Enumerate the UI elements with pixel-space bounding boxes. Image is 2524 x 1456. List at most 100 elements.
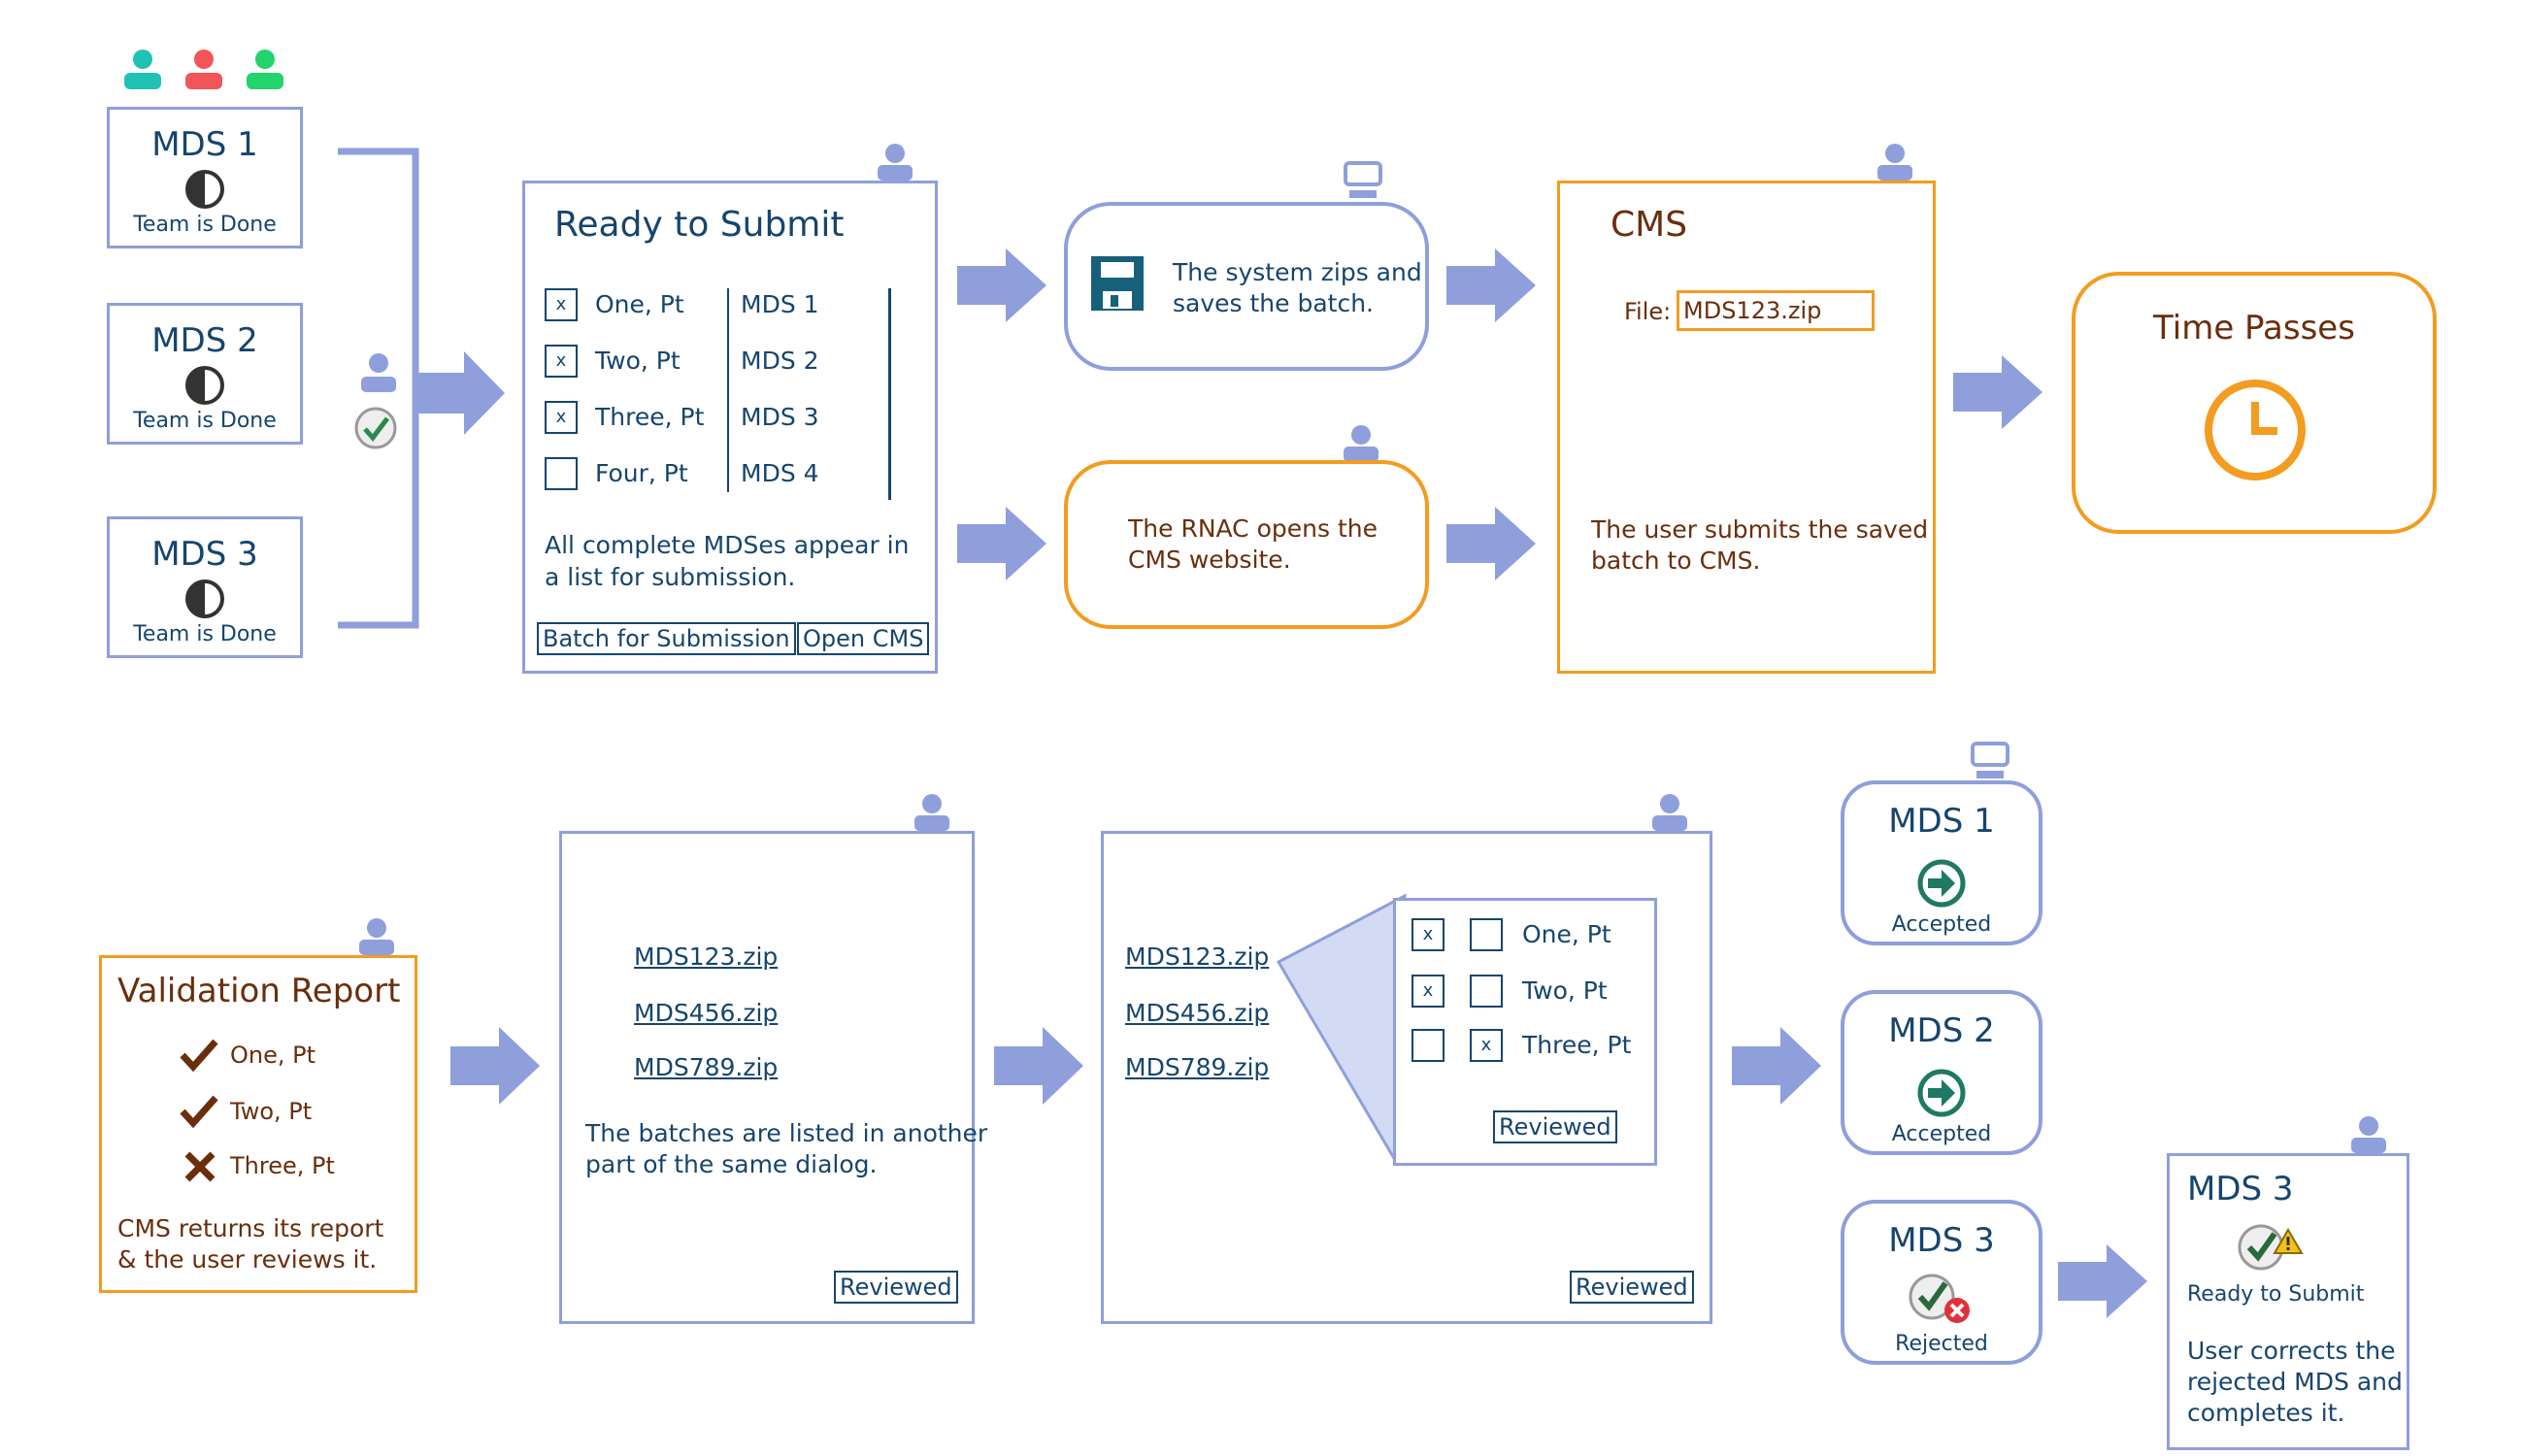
accept-checkbox[interactable]: x — [1411, 975, 1445, 1008]
user-icon — [1652, 794, 1687, 831]
validation-report: Validation Report One, Pt Two, Pt Three,… — [99, 955, 417, 1293]
computer-icon — [1344, 161, 1382, 198]
time-passes-step: Time Passes — [2072, 272, 2437, 534]
dialog-note-line2: part of the same dialog. — [585, 1150, 878, 1178]
step-text-line2: saves the batch. — [1173, 289, 1374, 317]
flow-arrow — [1446, 248, 1536, 322]
user-icon — [1877, 144, 1912, 181]
computer-icon — [1971, 742, 2009, 778]
report-item-label: One, Pt — [230, 1042, 316, 1069]
popup-reviewed-button[interactable]: Reviewed — [1493, 1110, 1617, 1143]
final-mds-card: MDS 3 Ready to Submit User corrects the … — [2167, 1153, 2409, 1450]
mds-label: MDS 1 — [741, 290, 819, 318]
floppy-disk-icon — [1091, 256, 1144, 311]
resident-name: Two, Pt — [595, 347, 681, 375]
file-input[interactable]: MDS123.zip — [1677, 290, 1875, 331]
user-icon — [1344, 425, 1378, 462]
batch-file-link[interactable]: MDS123.zip — [634, 943, 779, 971]
user-icon — [2351, 1116, 2386, 1153]
mds-card-1: MDS 1 Team is Done — [107, 107, 303, 248]
list-scrollbar[interactable] — [888, 288, 891, 500]
flow-arrow — [957, 248, 1046, 322]
half-circle-icon — [185, 366, 224, 405]
flow-arrow — [1446, 507, 1536, 580]
review-popup: x One, Pt x Two, Pt x Three, Pt Reviewed — [1393, 898, 1657, 1166]
cms-title: CMS — [1611, 205, 1688, 245]
accept-checkbox[interactable] — [1411, 1029, 1445, 1062]
dialog-note-line2: a list for submission. — [545, 563, 796, 591]
batch-for-submission-button[interactable]: Batch for Submission — [537, 622, 796, 655]
open-cms-button[interactable]: Open CMS — [797, 622, 930, 655]
flow-arrow — [994, 1027, 1083, 1105]
reject-checkbox[interactable] — [1470, 918, 1503, 951]
arrow-circle-icon — [1917, 1069, 1966, 1117]
flow-arrow — [1953, 355, 2042, 429]
batch-file-link[interactable]: MDS456.zip — [634, 999, 779, 1027]
time-passes-title: Time Passes — [2153, 309, 2355, 347]
system-zips-step: The system zips and saves the batch. — [1064, 202, 1429, 371]
reject-checkbox[interactable]: x — [1470, 1029, 1503, 1062]
dialog-title: Ready to Submit — [554, 205, 845, 245]
flow-arrow — [450, 1027, 540, 1105]
mds-card-status: Team is Done — [133, 213, 277, 237]
resident-name: One, Pt — [595, 290, 684, 318]
result-status: Accepted — [1891, 912, 1992, 937]
merge-bracket — [338, 148, 419, 629]
column-divider — [727, 288, 729, 492]
resident-name: Three, Pt — [595, 403, 705, 431]
result-status: Accepted — [1891, 1122, 1992, 1146]
check-circle-icon — [354, 407, 397, 449]
step-text-line1: The RNAC opens the — [1128, 514, 1378, 543]
batch-file-link[interactable]: MDS456.zip — [1125, 999, 1270, 1027]
resident-checkbox[interactable]: x — [545, 401, 578, 434]
popup-callout-pointer — [1276, 893, 1407, 1166]
step-text-line2: CMS website. — [1128, 546, 1291, 574]
report-note-line1: CMS returns its report — [117, 1214, 384, 1242]
dialog-note-line1: The batches are listed in another — [585, 1119, 988, 1147]
user-icon — [878, 144, 913, 181]
cms-window: CMS File: MDS123.zip The user submits th… — [1557, 181, 1936, 674]
ready-to-submit-dialog: Ready to Submit x One, Pt MDS 1 x Two, P… — [522, 181, 938, 674]
user-icon-teal — [124, 50, 161, 89]
reject-checkbox[interactable] — [1470, 975, 1503, 1008]
resident-checkbox[interactable] — [545, 457, 578, 490]
result-card-2: MDS 2 Accepted — [1841, 990, 2042, 1155]
checkmark-icon — [180, 1039, 218, 1073]
result-title: MDS 2 — [1888, 1011, 1995, 1050]
half-circle-icon — [185, 579, 224, 618]
batch-file-link[interactable]: MDS123.zip — [1125, 943, 1270, 971]
rnac-opens-step: The RNAC opens the CMS website. — [1064, 460, 1429, 629]
resident-name: Four, Pt — [595, 459, 688, 487]
report-title: Validation Report — [117, 972, 401, 1010]
resident-checkbox[interactable]: x — [545, 288, 578, 321]
reviewed-button[interactable]: Reviewed — [1570, 1271, 1694, 1304]
final-note-line3: completes it. — [2187, 1399, 2345, 1427]
mds-card-3: MDS 3 Team is Done — [107, 516, 303, 658]
reviewed-button[interactable]: Reviewed — [834, 1271, 958, 1304]
mds-card-status: Team is Done — [133, 622, 277, 646]
mds-card-title: MDS 1 — [151, 125, 258, 164]
checkmark-icon — [180, 1095, 218, 1129]
result-card-3: MDS 3 Rejected — [1841, 1200, 2042, 1365]
flow-arrow — [957, 507, 1046, 580]
result-status: Rejected — [1895, 1332, 1988, 1356]
batch-file-link[interactable]: MDS789.zip — [634, 1053, 779, 1081]
result-title: MDS 3 — [1888, 1221, 1995, 1260]
batch-file-link[interactable]: MDS789.zip — [1125, 1053, 1270, 1081]
report-item-label: Two, Pt — [230, 1098, 313, 1125]
user-icon — [914, 794, 949, 831]
final-status: Ready to Submit — [2187, 1282, 2365, 1307]
accept-checkbox[interactable]: x — [1411, 918, 1445, 951]
mds-label: MDS 3 — [741, 403, 819, 431]
resident-name: Three, Pt — [1522, 1031, 1632, 1059]
mds-card-title: MDS 2 — [151, 321, 258, 360]
mds-card-title: MDS 3 — [151, 535, 258, 574]
mds-label: MDS 2 — [741, 347, 819, 375]
report-note-line2: & the user reviews it. — [117, 1245, 378, 1274]
user-icon-green — [247, 50, 283, 89]
user-icon — [361, 353, 396, 392]
report-item-label: Three, Pt — [230, 1152, 335, 1179]
check-warning-icon — [2238, 1224, 2304, 1271]
final-title: MDS 3 — [2187, 1170, 2294, 1208]
resident-checkbox[interactable]: x — [545, 345, 578, 378]
